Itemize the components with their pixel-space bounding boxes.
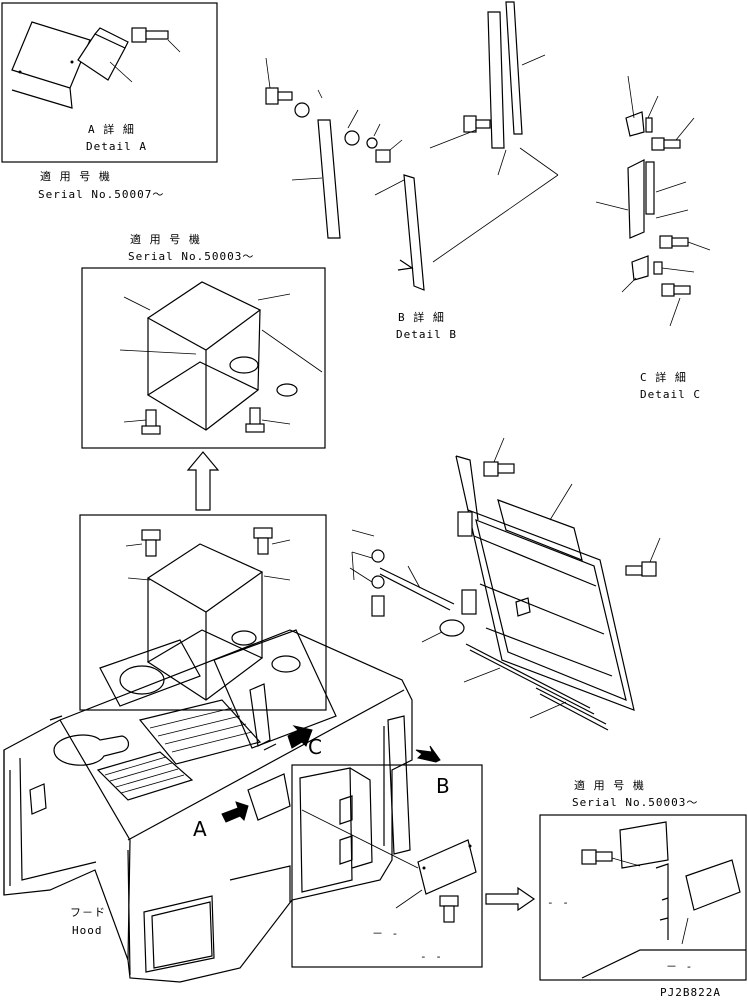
- detail-a-plate: [11, 21, 91, 89]
- bolt-left-top: [141, 409, 161, 435]
- detail-a-frame: [1, 2, 218, 163]
- detail-c-bolt-2: [659, 235, 689, 249]
- side-door-panel: － - - -: [291, 764, 483, 968]
- door-frame-outer: [467, 509, 635, 711]
- serial-50007-en: Serial No.50007～: [38, 188, 164, 201]
- right-arrow: [485, 886, 536, 912]
- door-bolt-right: [625, 561, 657, 577]
- detail-a-panel: A 詳 細 Detail A: [1, 2, 218, 163]
- door-grommet: [439, 619, 465, 637]
- hood-filler-opening: [53, 734, 130, 766]
- serial-50003-top-jp: 適 用 号 機: [130, 232, 201, 246]
- hood-body: [3, 629, 413, 983]
- detail-c-bracket: [627, 159, 645, 239]
- detail-b-en: Detail B: [396, 328, 457, 341]
- hood-label-en: Hood: [72, 924, 103, 937]
- detail-c-en: Detail C: [640, 388, 701, 401]
- serial-50003-right-jp: 適 用 号 機: [574, 778, 645, 792]
- cover-plate-mid-upper: [146, 543, 264, 613]
- cover-plate-upper: [146, 281, 262, 351]
- cover-plate-frame-top: [81, 267, 326, 449]
- detail-c-parts: C 詳 細 Detail C: [595, 75, 711, 401]
- view-marker-c: C: [287, 725, 322, 759]
- detail-c-clip-top: [625, 111, 645, 137]
- bolt-right-top: [245, 407, 265, 433]
- detail-a-bolt: [131, 27, 169, 43]
- side-door-dash-1: － -: [372, 927, 399, 940]
- door-hinge-top: [457, 511, 473, 537]
- side-door-dash-2: - -: [420, 950, 443, 963]
- hood-outline: [3, 629, 413, 983]
- hood-sticker: [247, 773, 291, 821]
- detail-c-clip-bottom: [631, 255, 649, 281]
- cover-plate-panel-mid: [79, 514, 327, 711]
- door-bolt-top: [483, 461, 515, 477]
- view-label-b: B: [436, 774, 450, 798]
- side-door-bolt: [439, 895, 459, 923]
- side-panel-right-cover: [685, 859, 741, 911]
- bolt-right-mid: [253, 527, 273, 555]
- detail-c-bolt-1: [651, 137, 681, 151]
- hood-vent-1: [96, 751, 194, 801]
- view-marker-b: B: [415, 745, 450, 798]
- detail-a-jp: A 詳 細: [88, 122, 135, 136]
- detail-c-bolt-3: [661, 283, 691, 297]
- view-arrow-c: [287, 725, 313, 749]
- side-door-cover-plate: [417, 839, 477, 895]
- cover-plate-lower: [146, 361, 260, 431]
- side-panel-right: - - － -: [539, 814, 747, 981]
- hood-vent-2: [138, 699, 262, 765]
- side-panel-dash-1: - -: [547, 896, 570, 909]
- view-arrow-a: [221, 801, 249, 823]
- cover-plate-frame-mid: [79, 514, 327, 711]
- detail-b-rail: [487, 11, 505, 149]
- cover-plate-panel-top: [81, 267, 326, 449]
- view-label-a: A: [193, 817, 207, 841]
- detail-b-jp: B 詳 細: [398, 310, 445, 324]
- hood-label-jp: フ－ド: [70, 906, 106, 919]
- serial-50003-top-en: Serial No.50003～: [128, 250, 254, 263]
- bolt-left-mid: [141, 529, 161, 557]
- side-panel-dash-2: － -: [666, 960, 693, 973]
- detail-b-bolt: [265, 87, 293, 105]
- side-door-frame: [291, 764, 483, 968]
- detail-c-jp: C 詳 細: [640, 370, 687, 384]
- door-hinge-bottom: [461, 589, 477, 615]
- door-stay-rod: [379, 567, 455, 605]
- detail-b-nut: [294, 102, 310, 118]
- door-assembly: [349, 437, 661, 731]
- view-marker-a: A: [193, 801, 249, 841]
- serial-50007-jp: 適 用 号 機: [40, 169, 111, 183]
- detail-b-bolt-right: [463, 115, 491, 133]
- detail-a-en: Detail A: [86, 140, 147, 153]
- serial-50003-right-en: Serial No.50003～: [572, 796, 698, 809]
- detail-b-parts: B 詳 細 Detail B: [265, 1, 559, 341]
- drawing-code: PJ2B822A: [660, 986, 721, 999]
- up-arrow: [186, 451, 220, 511]
- detail-b-rod: [317, 119, 341, 239]
- view-arrow-b: [415, 745, 441, 763]
- side-panel-right-frame: [539, 814, 747, 981]
- detail-a-bracket: [77, 33, 126, 81]
- view-label-c: C: [308, 735, 322, 759]
- side-panel-right-bolt: [581, 849, 613, 865]
